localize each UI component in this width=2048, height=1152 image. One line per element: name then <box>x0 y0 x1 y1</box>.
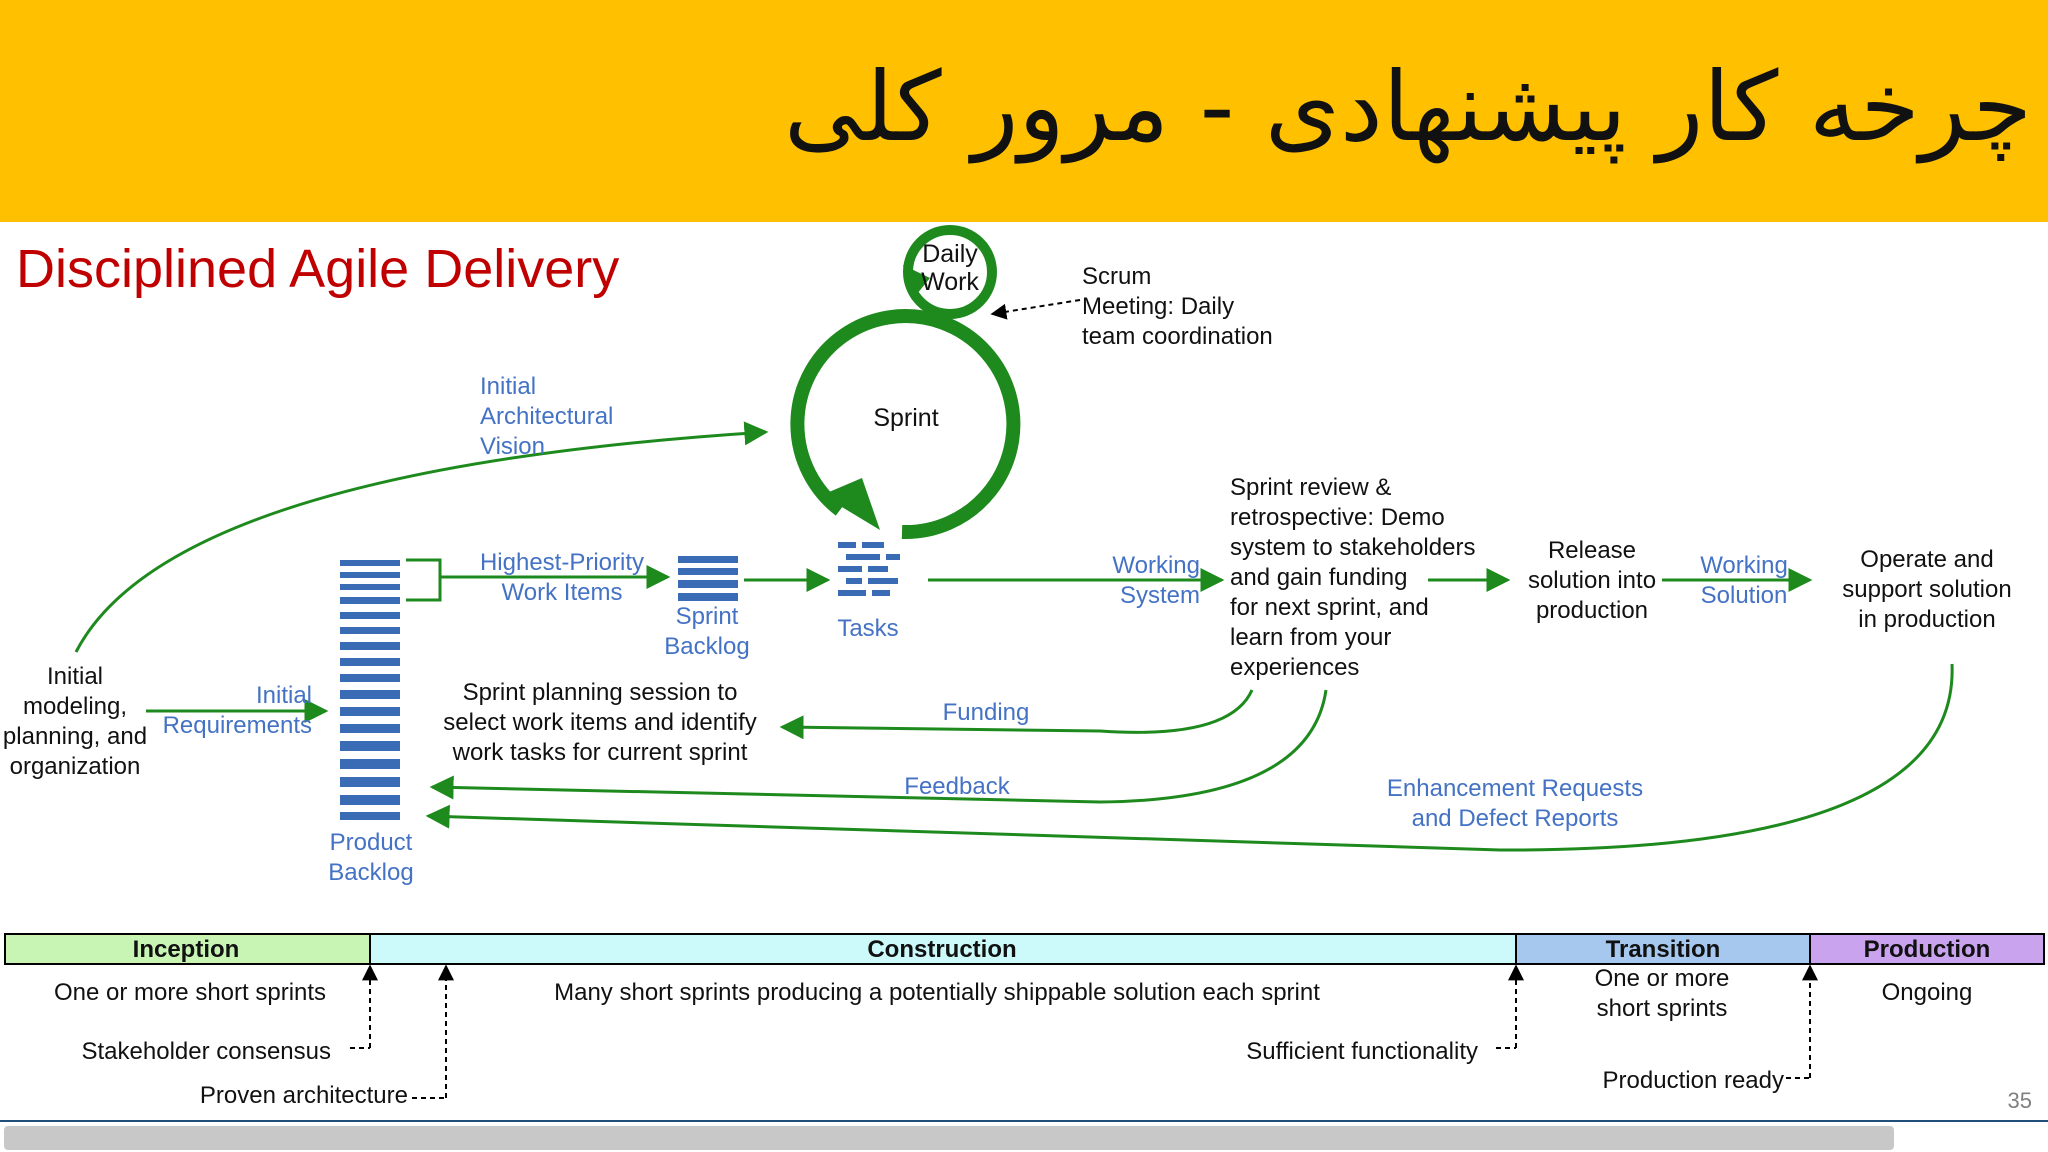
sprint-backlog-label-2: Backlog <box>664 633 749 660</box>
operate-label-1: Operate and <box>1860 546 1993 573</box>
operate-label-2: support solution <box>1842 576 2011 603</box>
funding-arrow <box>779 689 1254 740</box>
release-label-2: solution into <box>1528 567 1656 594</box>
sprint-backlog-label-1: Sprint <box>676 603 739 630</box>
tasks-label: Tasks <box>837 615 898 642</box>
daily-work-label-2: Work <box>921 268 979 296</box>
inception-description: One or more short sprints <box>54 979 326 1006</box>
review-label-3: system to stakeholders <box>1230 534 1475 561</box>
sprint-label: Sprint <box>873 404 938 432</box>
scrum-label-1: Scrum <box>1082 263 1151 290</box>
milestone-architecture <box>412 964 454 1099</box>
production-description: Ongoing <box>1882 979 1973 1006</box>
milestone-stakeholder-label: Stakeholder consensus <box>82 1038 332 1065</box>
review-label-7: experiences <box>1230 654 1359 681</box>
horizontal-scrollbar[interactable] <box>4 1126 1894 1150</box>
initial-requirements-label-1: Initial <box>256 682 312 709</box>
feedback-arrow <box>429 689 1328 804</box>
initial-requirements-label-2: Requirements <box>163 712 312 739</box>
phase-inception-label: Inception <box>133 936 240 963</box>
tasks-icon <box>838 542 900 596</box>
phase-production-label: Production <box>1864 936 1991 963</box>
release-label-1: Release <box>1548 537 1636 564</box>
milestone-production-label: Production ready <box>1603 1067 1784 1094</box>
slide-title: چرخه کار پیشنهادی - مرور کلی <box>784 51 2032 163</box>
initial-modeling-label-4: organization <box>10 753 141 780</box>
milestone-functionality-label: Sufficient functionality <box>1246 1038 1478 1065</box>
scrum-label-3: team coordination <box>1082 323 1273 350</box>
working-system-label-2: System <box>1120 582 1200 609</box>
initial-modeling-label-2: modeling, <box>23 693 127 720</box>
working-solution-label-2: Solution <box>1701 582 1788 609</box>
construction-description: Many short sprints producing a potential… <box>554 979 1320 1006</box>
planning-label-1: Sprint planning session to <box>463 679 738 706</box>
initial-modeling-label-1: Initial <box>47 663 103 690</box>
planning-label-2: select work items and identify <box>443 709 756 736</box>
planning-label-3: work tasks for current sprint <box>452 739 748 766</box>
feedback-label: Feedback <box>904 773 1010 800</box>
working-system-label-1: Working <box>1112 552 1200 579</box>
vision-label-1: Initial <box>480 373 536 400</box>
slide-subtitle: Disciplined Agile Delivery <box>16 239 620 299</box>
highest-priority-label-1: Highest-Priority <box>480 549 644 576</box>
initial-modeling-label-3: planning, and <box>3 723 147 750</box>
working-solution-label-1: Working <box>1700 552 1788 579</box>
milestone-production <box>1786 964 1818 1079</box>
product-backlog-label-2: Backlog <box>328 859 413 886</box>
vision-label-3: Vision <box>480 433 545 460</box>
enhancement-arrow <box>425 663 1954 852</box>
page-number: 35 <box>2007 1088 2032 1113</box>
phase-construction-label: Construction <box>867 936 1016 963</box>
daily-work-label-1: Daily <box>922 240 978 268</box>
transition-description-1: One or more <box>1595 965 1730 992</box>
transition-description-2: short sprints <box>1597 995 1728 1022</box>
phase-production <box>1809 933 2045 965</box>
milestone-functionality <box>1496 964 1524 1049</box>
milestone-architecture-label: Proven architecture <box>200 1082 408 1109</box>
title-bar: چرخه کار پیشنهادی - مرور کلی <box>0 0 2048 222</box>
phase-transition-label: Transition <box>1606 936 1721 963</box>
daily-work-loop <box>903 225 997 319</box>
scrum-meeting-arrow <box>990 299 1081 320</box>
enhancement-label-1: Enhancement Requests <box>1387 775 1643 802</box>
product-backlog-stack <box>340 560 400 820</box>
milestone-stakeholder <box>350 964 378 1049</box>
review-label-1: Sprint review & <box>1230 474 1391 501</box>
phase-bar <box>4 933 2045 965</box>
release-label-3: production <box>1536 597 1648 624</box>
enhancement-label-2: and Defect Reports <box>1412 805 1619 832</box>
highest-priority-bracket <box>406 558 442 602</box>
product-backlog-label-1: Product <box>330 829 413 856</box>
funding-label: Funding <box>943 699 1030 726</box>
review-label-4: and gain funding <box>1230 564 1408 591</box>
sprint-cycle <box>790 309 1021 540</box>
operate-label-3: in production <box>1858 606 1995 633</box>
review-label-5: for next sprint, and <box>1230 594 1429 621</box>
scrum-label-2: Meeting: Daily <box>1082 293 1234 320</box>
highest-priority-label-2: Work Items <box>502 579 623 606</box>
vision-arrow <box>74 421 769 653</box>
review-label-6: learn from your <box>1230 624 1391 651</box>
vision-label-2: Architectural <box>480 403 613 430</box>
sprint-backlog-stack <box>678 556 738 601</box>
review-label-2: retrospective: Demo <box>1230 504 1445 531</box>
